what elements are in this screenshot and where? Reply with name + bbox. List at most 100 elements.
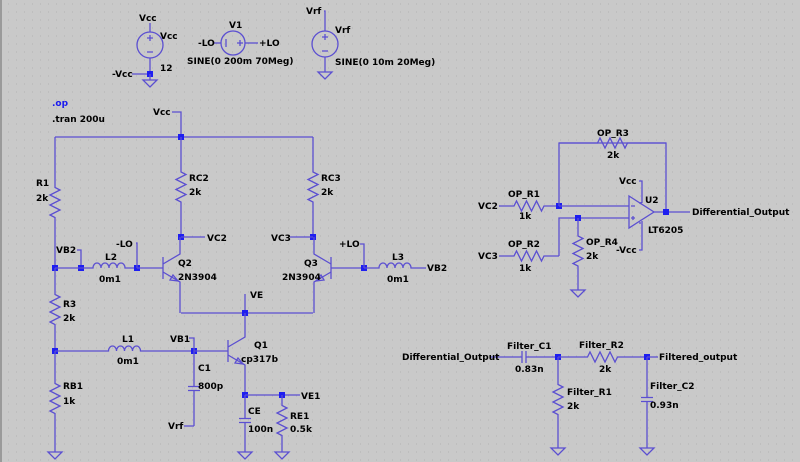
component-name[interactable]: OP_R3	[597, 129, 629, 139]
component-value[interactable]: LT6205	[648, 226, 683, 236]
component-value[interactable]: 1k	[519, 264, 532, 274]
wire	[189, 337, 195, 351]
wire	[639, 221, 643, 251]
component-name[interactable]: OP_R1	[508, 190, 540, 200]
filter-c2-capacitor	[641, 357, 653, 442]
filter-r2-resistor	[558, 350, 647, 364]
wire	[360, 243, 365, 268]
rc3-resistor	[306, 137, 320, 237]
component-value[interactable]: 1k	[519, 212, 532, 222]
polarity-icon	[147, 35, 153, 53]
component-value[interactable]: 2k	[36, 194, 49, 204]
component-value[interactable]: 0m1	[387, 275, 409, 285]
component-name[interactable]: Filter_C2	[650, 382, 695, 392]
component-name[interactable]: Vcc	[160, 32, 178, 42]
net-label: -LO	[198, 39, 215, 49]
net-label: Vrf	[306, 7, 321, 17]
ground-icon	[549, 442, 567, 456]
net-label: Vcc	[153, 108, 171, 118]
wire	[324, 10, 326, 31]
component-name[interactable]: V1	[229, 21, 242, 31]
wire	[172, 111, 182, 137]
component-name[interactable]: L1	[122, 335, 134, 345]
component-value[interactable]: 12	[160, 64, 173, 74]
component-value[interactable]: 100n	[248, 425, 273, 435]
component-name[interactable]: R3	[63, 300, 76, 310]
emitter-arrow-icon	[233, 356, 245, 365]
component-name[interactable]: Filter_R1	[567, 388, 612, 398]
component-name[interactable]: OP_R2	[508, 240, 540, 250]
component-value[interactable]: 0.83n	[515, 365, 544, 375]
component-value[interactable]: 2k	[63, 314, 76, 324]
component-name[interactable]: Filter_C1	[507, 342, 552, 352]
net-label: VE	[250, 291, 263, 301]
component-name[interactable]: Q1	[254, 341, 268, 351]
opamp-icon	[628, 194, 656, 230]
component-value[interactable]: 2k	[599, 365, 612, 375]
net-label: Vrf	[168, 422, 183, 432]
component-name[interactable]: L2	[105, 253, 117, 263]
component-name[interactable]: C1	[198, 364, 211, 374]
net-label: VC3	[478, 252, 498, 262]
re1-resistor	[275, 395, 289, 446]
net-label: Filtered_output	[659, 353, 738, 363]
ground-icon	[273, 446, 291, 460]
ground-icon	[46, 446, 64, 460]
component-value[interactable]: 800p	[198, 382, 224, 392]
op-r4-resistor	[571, 218, 585, 284]
q1-transistor	[227, 313, 246, 395]
net-label: VB1	[170, 335, 190, 345]
op-r2-resistor	[499, 249, 559, 263]
rc2-resistor	[174, 137, 188, 237]
component-value[interactable]: 2N3904	[282, 273, 321, 283]
component-name[interactable]: RE1	[290, 412, 309, 422]
net-label: -Vcc	[616, 246, 637, 256]
component-value[interactable]: 2k	[607, 151, 620, 161]
component-value[interactable]: SINE(0 200m 70Meg)	[187, 57, 293, 67]
net-label: Vcc	[139, 14, 157, 24]
component-name[interactable]: R1	[36, 179, 49, 189]
component-value[interactable]: SINE(0 10m 20Meg)	[335, 58, 435, 68]
component-value[interactable]: 2k	[321, 188, 334, 198]
r3-resistor	[48, 268, 62, 351]
ground-icon	[638, 442, 656, 456]
component-value[interactable]: 2k	[586, 252, 599, 262]
emitter-arrow-icon	[168, 273, 180, 282]
component-value[interactable]: 2N3904	[178, 273, 217, 283]
component-name[interactable]: L3	[392, 253, 404, 263]
component-name[interactable]: RC3	[321, 174, 341, 184]
component-value[interactable]: 0m1	[117, 357, 139, 367]
polarity-icon	[322, 34, 328, 52]
component-value[interactable]: cp317b	[241, 355, 279, 365]
ground-icon	[141, 74, 159, 88]
component-name[interactable]: RB1	[63, 382, 83, 392]
net-label: VE1	[301, 392, 320, 402]
op-r3-resistor	[559, 136, 666, 150]
component-value[interactable]: 1k	[63, 397, 76, 407]
filter-r1-resistor	[551, 357, 565, 442]
component-name[interactable]: CE	[248, 407, 261, 417]
filter-c1-capacitor	[490, 351, 558, 363]
component-name[interactable]: Q2	[178, 259, 192, 269]
net-label: VC3	[271, 234, 291, 244]
component-name[interactable]: Filter_R2	[579, 341, 624, 351]
component-name[interactable]: OP_R4	[586, 238, 618, 248]
component-name[interactable]: U2	[645, 196, 659, 206]
net-label: VC2	[207, 234, 227, 244]
component-name[interactable]: Vrf	[335, 26, 350, 36]
op-directive[interactable]: .op	[52, 99, 69, 109]
rb1-resistor	[48, 351, 62, 446]
tran-directive[interactable]: .tran 200u	[52, 115, 105, 125]
component-value[interactable]: 0.93n	[650, 401, 679, 411]
component-name[interactable]: RC2	[189, 174, 209, 184]
component-value[interactable]: 2k	[189, 188, 202, 198]
component-value[interactable]: 0m1	[99, 275, 121, 285]
component-value[interactable]: 0.5k	[290, 425, 313, 435]
component-name[interactable]: Q3	[304, 259, 318, 269]
component-value[interactable]: 2k	[567, 402, 580, 412]
r1-resistor	[48, 137, 62, 268]
